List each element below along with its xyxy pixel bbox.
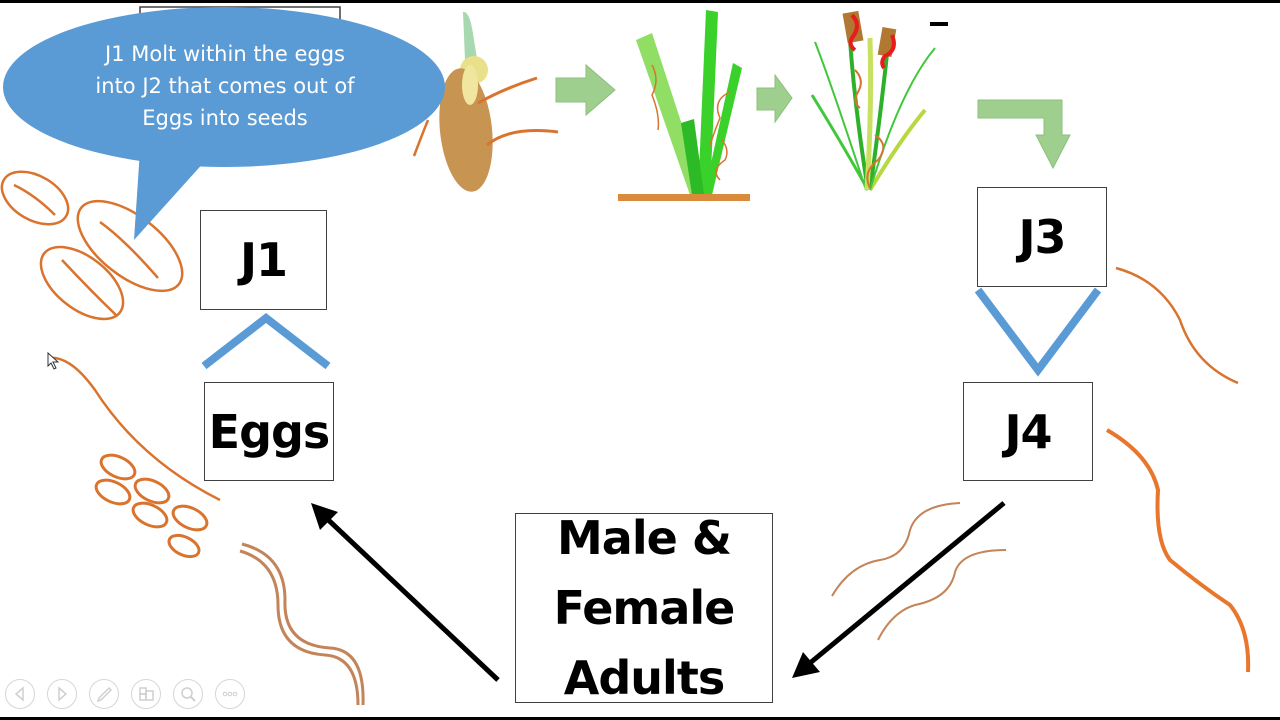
callout-line-2: into J2 that comes out of [95, 74, 355, 98]
callout-bubble [3, 7, 445, 240]
pen-icon [96, 686, 113, 703]
chevron-up-icon [201, 312, 331, 370]
wavy-nematodes-icon [831, 502, 1007, 641]
more-options-button[interactable] [215, 679, 245, 709]
arrow-to-eggs-icon [311, 503, 338, 530]
adults-line-2: Female [553, 581, 736, 635]
egg-cluster-icon [94, 453, 209, 559]
stage-label-j3: J3 [1018, 210, 1066, 264]
magnifier-icon [181, 687, 196, 702]
stage-box-j4: J4 [963, 382, 1093, 481]
stage-box-adults: Male & Female Adults [515, 511, 773, 705]
nematode-icon [1115, 266, 1239, 385]
pen-tool-button[interactable] [89, 679, 119, 709]
germinating-seed-icon [412, 11, 559, 192]
slides-grid-icon [139, 687, 154, 701]
stage-box-j1: J1 [200, 210, 327, 310]
adults-line-1: Male & [557, 511, 732, 565]
presentation-slide: J1 Molt within the eggs into J2 that com… [0, 3, 1280, 717]
callout-line-1: J1 Molt within the eggs [105, 42, 345, 66]
stage-box-j3: J3 [977, 187, 1107, 287]
ellipsis-icon [222, 691, 238, 697]
triangle-left-icon [14, 686, 24, 702]
zoom-button[interactable] [173, 679, 203, 709]
stage-box-eggs: Eggs [204, 382, 334, 481]
triangle-right-icon [58, 686, 68, 702]
nematode-icon [1105, 428, 1251, 673]
coiled-nematodes-icon [0, 170, 184, 321]
see-all-slides-button[interactable] [131, 679, 161, 709]
double-nematode-icon [239, 542, 365, 706]
diagram-drawing [0, 6, 1251, 706]
green-arrow-icon [555, 63, 1071, 170]
slideshow-toolbar [5, 679, 245, 709]
stage-label-j1: J1 [239, 233, 288, 287]
callout-text: J1 Molt within the eggs into J2 that com… [60, 38, 390, 134]
wheat-plant-icon [810, 10, 948, 192]
adults-line-3: Adults [563, 651, 725, 705]
next-slide-button[interactable] [47, 679, 77, 709]
mouse-cursor-icon [47, 352, 60, 370]
stage-label-eggs: Eggs [208, 404, 331, 459]
previous-slide-button[interactable] [5, 679, 35, 709]
stage-label-j4: J4 [1004, 404, 1052, 459]
arrow-to-adults-icon [792, 652, 820, 678]
seedling-icon [618, 10, 750, 201]
callout-line-3: Eggs into seeds [142, 106, 308, 130]
chevron-down-icon [974, 287, 1102, 377]
